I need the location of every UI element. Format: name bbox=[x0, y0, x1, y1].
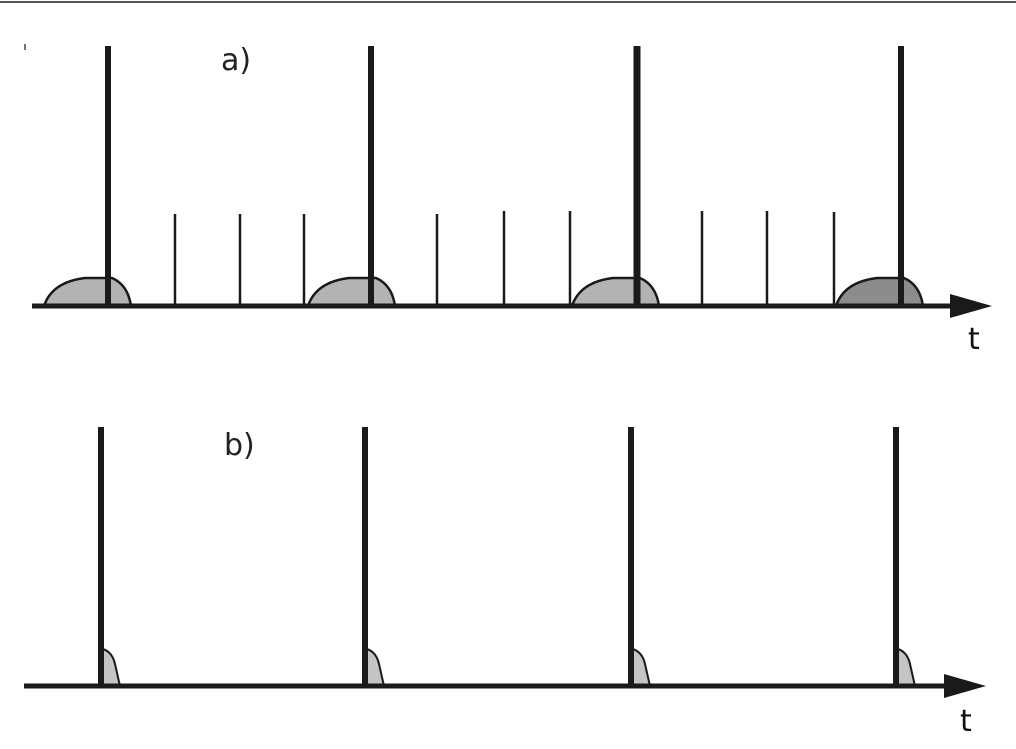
panel-a-bump-3 bbox=[570, 276, 661, 308]
panel-b: b) t bbox=[24, 427, 986, 739]
panel-a-bump-1 bbox=[42, 276, 133, 308]
panel-a-bump-4 bbox=[834, 276, 925, 308]
panel-a-axis-arrowhead bbox=[950, 294, 992, 318]
panel-a-bump-2 bbox=[306, 276, 397, 308]
panel-a-label: a) bbox=[221, 43, 251, 78]
panel-a-axis-label: t bbox=[968, 322, 980, 357]
panel-b-axis-label: t bbox=[960, 704, 972, 739]
panel-b-axis-arrowhead bbox=[944, 674, 986, 698]
panel-b-label: b) bbox=[224, 428, 255, 463]
panel-a: a) t bbox=[32, 43, 992, 357]
